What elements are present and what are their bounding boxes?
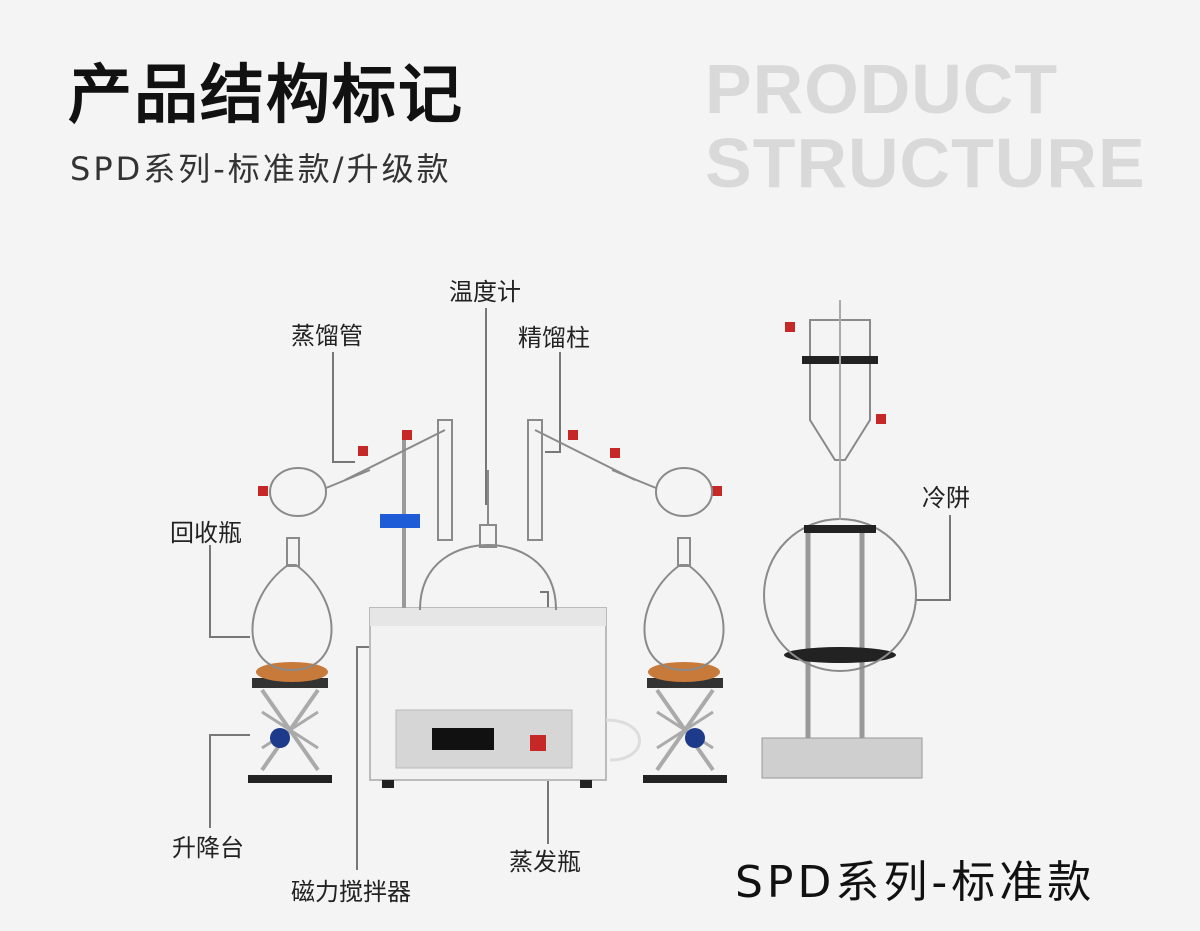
cork-ring	[648, 662, 720, 682]
label-cold-trap: 冷阱	[922, 484, 970, 512]
leader-lines	[209, 308, 951, 870]
support-rod	[380, 435, 420, 608]
label-lift: 升降台	[172, 834, 244, 862]
label-flask: 蒸发瓶	[509, 848, 581, 876]
page-subtitle: SPD系列-标准款/升级款	[70, 150, 452, 188]
english-title-line2: STRUCTURE	[705, 124, 1146, 202]
blue-clamp	[380, 514, 420, 528]
left-receiver-flask	[251, 467, 371, 672]
red-joints	[258, 322, 886, 496]
distill-arms	[344, 429, 636, 481]
right-receiver-flask	[611, 467, 725, 672]
english-title-watermark: PRODUCT STRUCTURE	[705, 52, 1146, 200]
label-distill-tube: 蒸馏管	[291, 322, 363, 350]
cold-trap	[761, 300, 923, 779]
lift-knob-icon	[270, 728, 290, 748]
model-caption: SPD系列-标准款	[735, 857, 1096, 908]
label-column: 精馏柱	[518, 324, 590, 352]
left-lift-stand	[248, 662, 332, 783]
evaporation-flask	[419, 419, 557, 611]
lift-knob-icon	[685, 728, 705, 748]
label-receiver: 回收瓶	[170, 519, 242, 547]
right-lift-stand	[643, 662, 727, 783]
english-title-line1: PRODUCT	[705, 50, 1059, 128]
page-title: 产品结构标记	[68, 59, 464, 133]
label-stirrer: 磁力搅拌器	[291, 878, 411, 906]
cork-ring	[256, 662, 328, 682]
magnetic-stirrer	[369, 607, 641, 788]
label-thermometer: 温度计	[449, 278, 521, 306]
